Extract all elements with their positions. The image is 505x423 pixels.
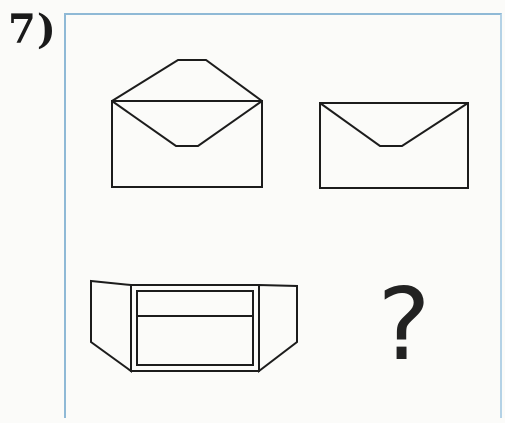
closed-envelope-icon	[316, 100, 474, 192]
open-envelope-icon	[108, 56, 268, 192]
question-number: 7)	[8, 6, 57, 54]
unfolded-box-icon	[86, 280, 306, 376]
question-mark: ?	[369, 270, 439, 380]
